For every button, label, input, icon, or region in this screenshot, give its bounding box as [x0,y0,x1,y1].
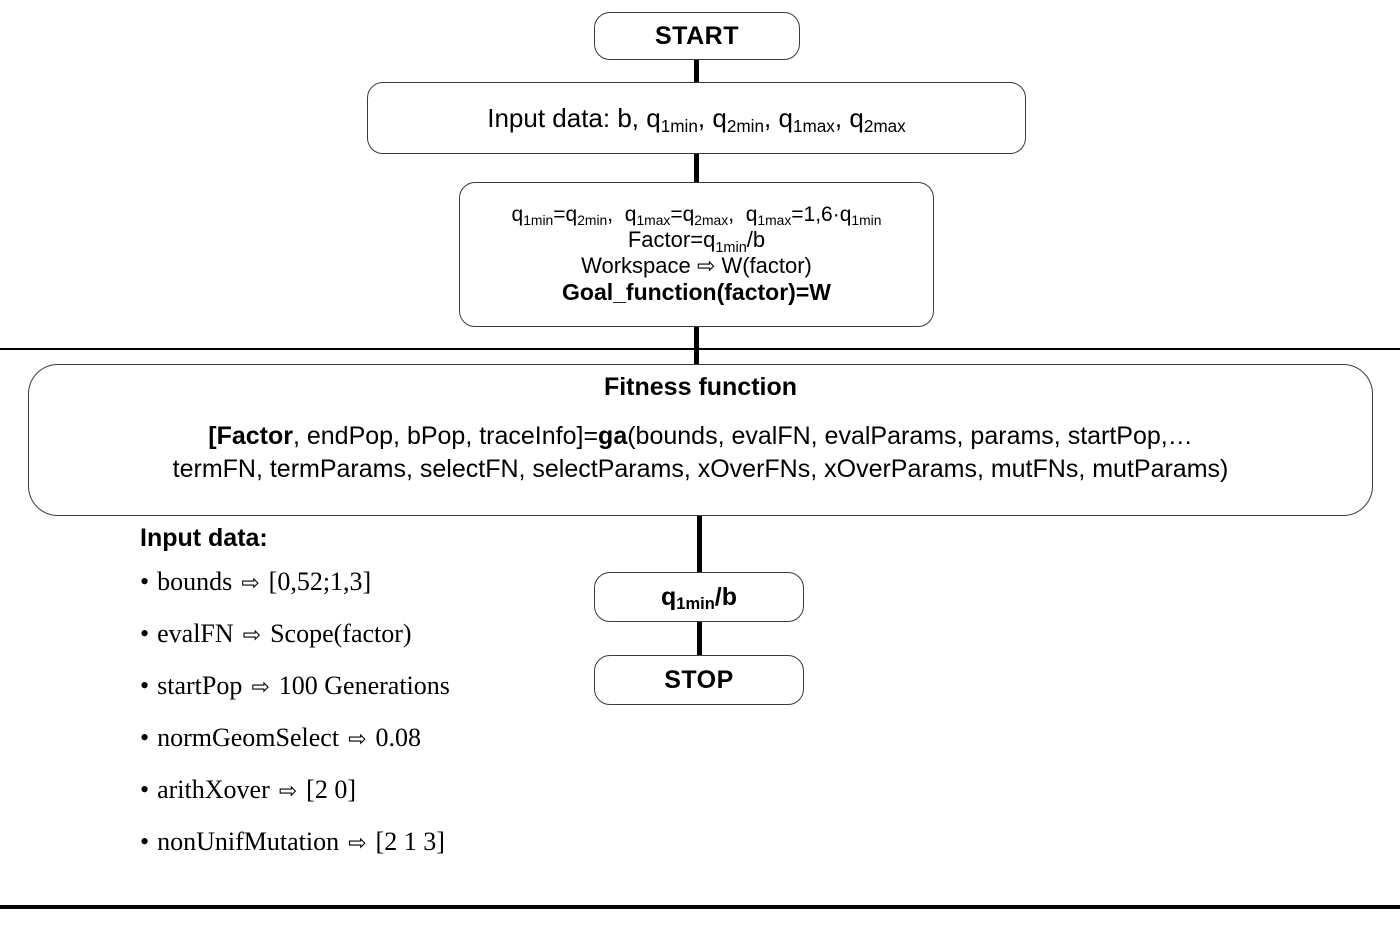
fitness-function-formula: [Factor, endPop, bPop, traceInfo]=ga(bou… [173,420,1229,486]
node-input-data[interactable]: Input data: b, q1min, q2min, q1max, q2ma… [367,82,1026,154]
connector-goal-to-fitness [694,320,699,372]
formula-bracket-open: [ [208,422,217,450]
connector-start-to-input [694,54,699,90]
goal-coefficient: 1,6· [803,202,840,226]
goal-line-workspace: Workspace ⇨ W(factor) [581,253,812,280]
goal-sub-2min: 2min [577,212,608,229]
param-value: 100 Generations [278,671,450,700]
qb-sub: 1min [676,595,715,614]
sub-1min: 1min [660,115,698,136]
right-arrow-icon: ⇨ [251,675,270,700]
bullet-icon: • [140,671,150,700]
goal-sub-1min-b: 1min [851,212,882,229]
goal-workspace-value: W(factor) [721,252,812,278]
list-item: • normGeomSelect ⇨ 0.08 [140,723,450,753]
goal-sub-1min-a: 1min [523,212,554,229]
param-name: startPop [157,671,243,700]
list-item: • nonUnifMutation ⇨ [2 1 3] [140,827,450,857]
input-var-q2max: q2max [849,102,906,136]
connector-fitness-to-qb [697,510,702,580]
formula-outputs-rest: , endPop, bPop, traceInfo]= [292,422,599,450]
param-name: arithXover [157,775,270,804]
param-value: 0.08 [375,723,422,752]
bullet-icon: • [140,827,150,856]
goal-sub-1max-a: 1max [636,212,671,229]
param-value: [2 0] [306,775,356,804]
fitness-function-title: Fitness function [603,373,798,401]
param-name: bounds [157,567,233,596]
fitness-formula-line-2: termFN, termParams, selectFN, selectPara… [172,455,1229,483]
formula-output-factor: Factor [216,422,293,450]
input-var-q1min: q1min, [646,102,713,136]
sub-2min: 2min [726,115,765,136]
param-name: evalFN [157,619,234,648]
sub-1max: 1max [792,115,835,136]
qb-text: q1min/b [660,582,737,614]
goal-sub-1max-b: 1max [757,212,792,229]
bullet-icon: • [140,723,150,752]
list-item: • startPop ⇨ 100 Generations [140,671,450,701]
list-item: • bounds ⇨ [0,52;1,3] [140,567,450,597]
goal-workspace-label: Workspace [581,252,691,278]
goal-factor-suffix: /b [746,227,766,253]
bullet-icon: • [140,619,150,648]
stop-label: STOP [664,665,734,694]
bullet-icon: • [140,567,150,596]
connector-qb-to-stop [697,618,702,662]
goal-factor-sub: 1min [715,239,747,256]
input-var-q1max: q1max, [778,102,850,136]
right-arrow-icon: ⇨ [241,571,260,596]
param-value: Scope(factor) [270,619,412,648]
goal-factor-prefix: Factor= [627,227,704,253]
connector-input-to-goal [694,148,699,190]
divider-bottom [0,905,1400,909]
goal-sub-2max: 2max [694,212,729,229]
node-fitness-function[interactable]: Fitness function [Factor, endPop, bPop, … [28,364,1373,516]
node-stop[interactable]: STOP [594,655,804,705]
param-value: [0,52;1,3] [268,567,372,596]
input-data-prefix: Input data: b, [487,102,647,133]
input-var-q2min: q2min, [712,102,779,136]
input-data-heading: Input data: [140,524,268,552]
formula-args-first: (bounds, evalFN, evalParams, params, sta… [627,422,1193,450]
input-data-parameters-block: Input data: • bounds ⇨ [0,52;1,3] • eval… [140,524,450,879]
divider-top [0,348,1400,350]
right-arrow-icon: ⇨ [278,779,298,804]
list-item: • arithXover ⇨ [2 0] [140,775,450,805]
node-q1min-over-b[interactable]: q1min/b [594,572,804,622]
node-goal-function[interactable]: q1min=q2min, q1max=q2max, q1max=1,6·q1mi… [459,182,934,327]
goal-line-goalfunction: Goal_function(factor)=W [562,279,831,306]
list-item: • evalFN ⇨ Scope(factor) [140,619,450,649]
qb-suffix: /b [714,582,737,611]
sub-2max: 2max [863,115,906,136]
goal-line-factor: Factor=q1min/b [627,227,766,256]
param-name: normGeomSelect [157,723,340,752]
goal-line-equalities: q1min=q2min, q1max=q2max, q1max=1,6·q1mi… [511,202,882,229]
start-label: START [655,21,739,50]
right-arrow-icon: ⇨ [696,253,716,279]
fitness-formula-line-1: [Factor, endPop, bPop, traceInfo]=ga(bou… [173,420,1229,453]
param-value: [2 1 3] [375,827,445,856]
node-start[interactable]: START [594,12,800,60]
input-data-text: Input data: b, q1min, q2min, q1max, q2ma… [487,102,906,136]
formula-ga-call: ga [598,422,628,450]
param-name: nonUnifMutation [157,827,340,856]
right-arrow-icon: ⇨ [242,623,262,648]
right-arrow-icon: ⇨ [348,831,367,856]
bullet-icon: • [140,775,150,804]
right-arrow-icon: ⇨ [348,727,367,752]
